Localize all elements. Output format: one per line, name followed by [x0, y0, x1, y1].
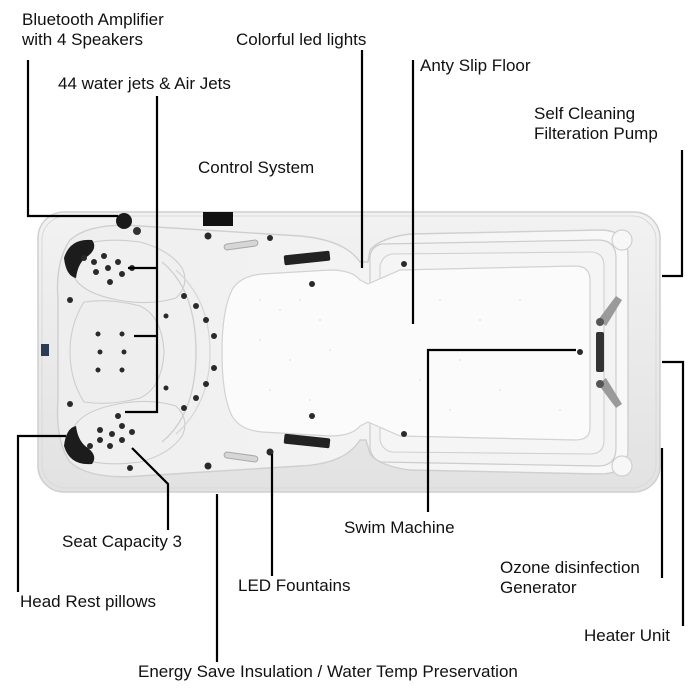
- label-head-rest-pillows: Head Rest pillows: [20, 592, 157, 611]
- label-seat-capacity: Seat Capacity 3: [62, 532, 183, 551]
- label-led-fountains: LED Fountains: [238, 576, 351, 595]
- label-anti-slip-floor: Anty Slip Floor: [420, 56, 531, 75]
- label-bluetooth-amplifier: Bluetooth Amplifier with 4 Speakers: [22, 10, 164, 50]
- label-energy-insulation: Energy Save Insulation / Water Temp Pres…: [138, 662, 518, 681]
- label-water-jets: 44 water jets & Air Jets: [58, 74, 231, 93]
- leader-lines: [16, 50, 685, 662]
- seat-middle: [69, 300, 165, 404]
- label-ozone-generator: Ozone disinfection Generator: [500, 558, 640, 598]
- label-ozone-line1: Ozone disinfection: [500, 558, 640, 577]
- label-self-cleaning-line1: Self Cleaning: [534, 104, 636, 123]
- label-control-system: Control System: [198, 158, 315, 177]
- label-bluetooth-line2: with 4 Speakers: [22, 30, 143, 49]
- label-bluetooth-line1: Bluetooth Amplifier: [22, 10, 164, 29]
- label-self-cleaning-line2: Filteration Pump: [534, 124, 658, 143]
- swim-machine-unit: [596, 296, 622, 408]
- led-light-bar-top: [283, 250, 331, 266]
- label-ozone-line2: Generator: [500, 578, 577, 597]
- seat-bottom: [69, 400, 186, 465]
- head-rest-pillow-top: [64, 239, 95, 278]
- side-panel-icon: [41, 344, 49, 356]
- anti-slip-floor: [221, 265, 591, 441]
- head-rest-pillow-bottom: [64, 426, 95, 465]
- speaker-icon: [116, 213, 132, 229]
- label-self-cleaning-pump: Self Cleaning Filteration Pump: [534, 104, 658, 144]
- led-light-bar-bottom: [283, 433, 331, 449]
- label-swim-machine: Swim Machine: [344, 518, 455, 537]
- label-heater-unit: Heater Unit: [584, 626, 670, 645]
- control-panel-icon: [203, 212, 233, 226]
- label-colorful-led-lights: Colorful led lights: [236, 30, 367, 49]
- water-jets: [67, 232, 583, 471]
